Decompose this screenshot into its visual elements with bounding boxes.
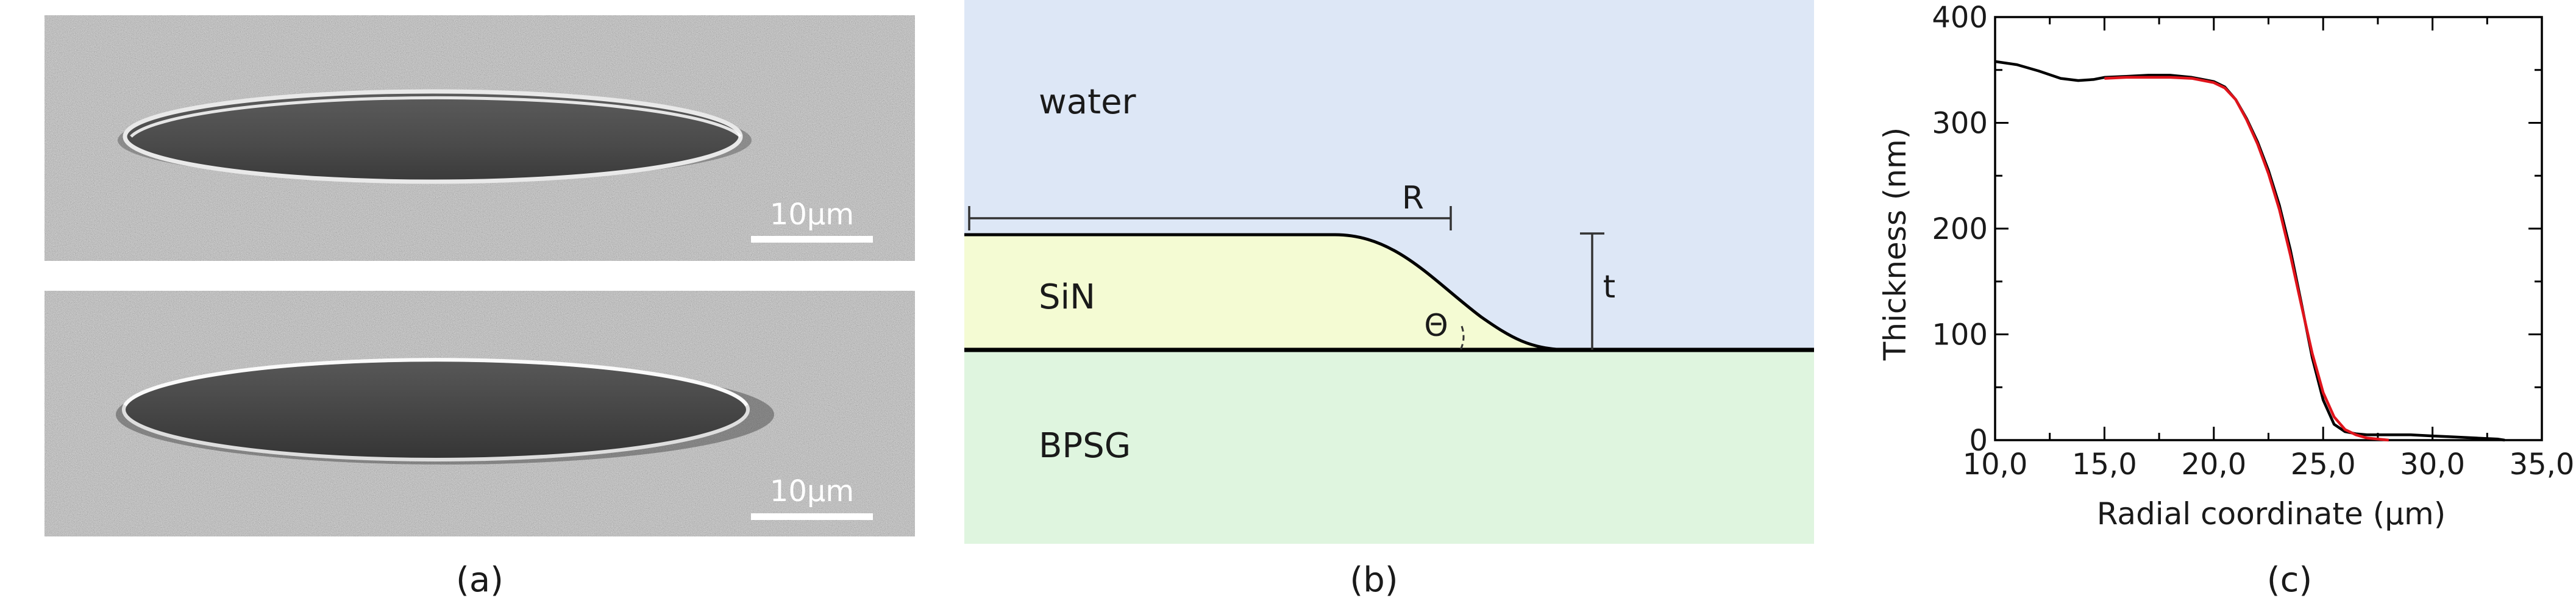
disc-top [123,89,743,184]
y-tick-label: 100 [1932,318,1988,352]
sin-profile [964,233,1567,352]
x-axis-label: Radial coordinate (µm) [2097,496,2446,532]
series-line-fit [2104,76,2389,442]
sin-layer [964,235,1567,350]
x-tick-label: 15,0 [2072,447,2137,482]
sem-image-top [44,15,915,261]
y-axis-label: Thickness (nm) [1877,127,1913,361]
plot-border [1994,16,2543,441]
water-layer [964,0,1814,350]
bpsg-label: BPSG [1039,426,1131,466]
data-series [1994,60,2505,442]
scale-bar [751,236,873,243]
y-tick-label: 300 [1932,107,1988,141]
y-tick-label: 400 [1932,1,1988,35]
bpsg-layer [964,350,1814,544]
radius-label: R [1402,180,1424,216]
sem-image-bottom [44,291,915,536]
axis-tick-labels: 10,0 15,0 20,0 25,0 30,0 35,0 0 100 200 300 400 [1932,1,2574,482]
x-tick-label: 25,0 [2291,447,2356,482]
panel-c-caption: (c) [2267,560,2312,600]
y-tick-label: 0 [1969,424,1988,458]
thickness-dimension [1580,232,1604,350]
panel-a-caption: (a) [456,560,503,600]
disc-bottom [122,358,750,461]
water-label: water [1039,82,1137,122]
x-tick-label: 10,0 [1963,447,2028,482]
x-tick-label: 35,0 [2510,447,2575,482]
axis-ticks [1994,16,2543,441]
scale-bar-label: 10µm [770,474,854,508]
panel-b-caption: (b) [1350,560,1398,600]
radius-dimension [968,206,1452,230]
y-tick-label: 200 [1932,212,1988,246]
x-tick-label: 20,0 [2181,447,2246,482]
scale-bar-label: 10µm [770,198,854,232]
plot-frame [1994,16,2543,441]
sin-label: SiN [1039,277,1095,317]
x-tick-label: 30,0 [2400,447,2465,482]
thickness-label: t [1603,269,1615,305]
series-line-measured [1994,60,2505,442]
angle-label: Θ [1424,308,1448,343]
scale-bar [751,513,873,520]
angle-arc [1459,326,1465,351]
